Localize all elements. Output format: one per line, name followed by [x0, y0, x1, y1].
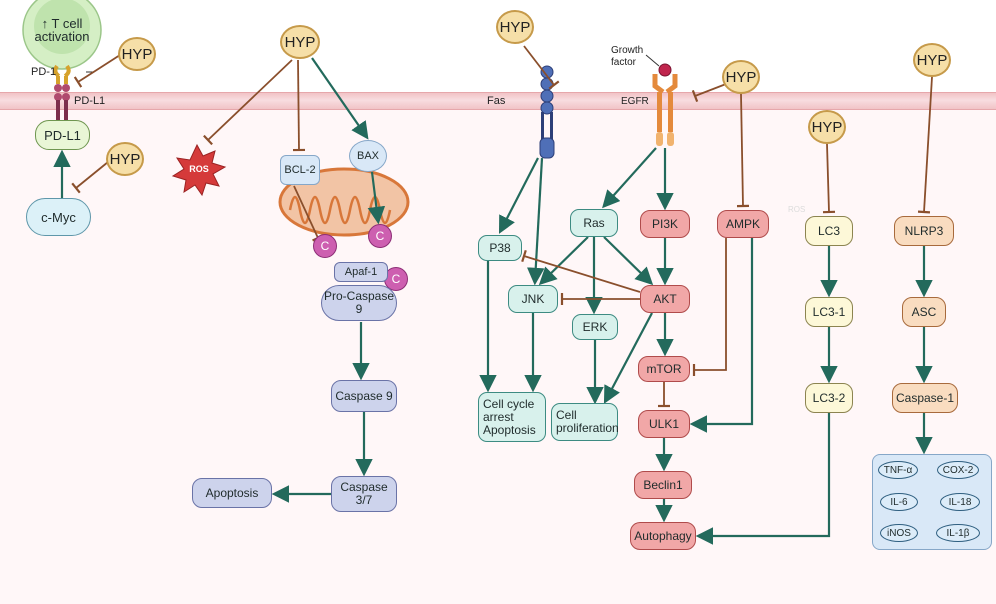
hyp-inhibits-cmyc-edge [75, 161, 109, 189]
mtor-node: mTOR [638, 356, 690, 382]
pd1-receptor [53, 64, 71, 84]
hyp-mitochondria: HYP [280, 25, 320, 59]
hyp-activates-bax-edge [311, 57, 369, 140]
akt-inhibits-p38-inhibit-bar [521, 249, 527, 263]
hyp-cmyc: HYP [106, 142, 144, 176]
beclin1-node: Beclin1 [634, 471, 692, 499]
egfr-to-ras-edge [602, 147, 657, 209]
ampk-inhibits-mtor-edge [694, 238, 727, 371]
lc3-node: LC3 [805, 216, 853, 246]
cell-cycle-arrest-apoptosis-node: Cell cycle arrest Apoptosis [478, 392, 546, 442]
hyp-inhibits-nlrp3-inhibit-bar [917, 210, 931, 214]
hyp-inhibits-ros-inhibit-bar [203, 134, 213, 146]
pd1-label: PD-1 [31, 66, 57, 78]
bax-node: BAX [349, 140, 387, 172]
caspase-9-node: Caspase 9 [331, 380, 397, 412]
lc3-2-node: LC3-2 [805, 383, 853, 413]
hyp-fas: HYP [496, 10, 534, 44]
ras-to-akt-edge [603, 236, 654, 286]
ros-small-label: ROS [788, 205, 806, 214]
caspase-1-node: Caspase-1 [892, 383, 958, 413]
cell-membrane [0, 92, 996, 110]
pdl1-node: PD-L1 [35, 120, 90, 150]
il6-pill: IL-6 [880, 493, 918, 511]
hyp-pdl1: HYP [118, 37, 156, 71]
extracellular-space [0, 0, 996, 92]
hyp-inhibits-bcl2-edge [297, 59, 300, 151]
ras-node: Ras [570, 209, 618, 237]
hyp-inhibits-ros-edge [207, 59, 293, 141]
p38-node: P38 [478, 235, 522, 261]
fas-label: Fas [487, 95, 506, 107]
hyp-egfr: HYP [722, 60, 760, 94]
hyp-inhibits-fas-edge [523, 45, 555, 86]
il1b-pill: IL-1β [936, 524, 980, 542]
ampk-node: AMPK [717, 210, 769, 238]
ros-label: ROS [189, 163, 209, 174]
fas-to-p38-edge [498, 157, 539, 234]
hyp-inhibits-lc3-edge [826, 143, 830, 213]
akt-inhibits-p38-edge [523, 255, 641, 293]
cell-proliferation-node: Cell proliferation [551, 403, 619, 441]
akt-to-cell-proliferation-edge [603, 312, 653, 404]
ulk1-node: ULK1 [638, 410, 690, 438]
bcl2-node: BCL-2 [280, 155, 320, 185]
hyp-nlrp3: HYP [913, 43, 951, 77]
asc-node: ASC [902, 297, 946, 327]
apoptosis-node: Apoptosis [192, 478, 272, 508]
jnk-node: JNK [508, 285, 558, 313]
hyp-inhibits-pdl1-inhibit-bar [73, 76, 83, 88]
il18-pill: IL-18 [940, 493, 980, 511]
pi3k-node: PI3K [640, 210, 690, 238]
hyp-inhibits-egfr-inhibit-bar [691, 90, 699, 102]
apaf1-node: Apaf-1 [334, 262, 388, 282]
inos-pill: iNOS [880, 524, 918, 542]
hyp-inhibits-ampk-edge [740, 93, 744, 207]
pro-caspase-9-node: Pro-Caspase 9 [321, 285, 397, 321]
pdl1-membrane-label: PD-L1 [74, 95, 106, 107]
erk-node: ERK [572, 314, 618, 340]
egfr-receptor [652, 63, 678, 146]
growth-factor-label: Growth factor [611, 45, 644, 68]
cytochrome-c-1: C [313, 234, 337, 258]
t-cell-inner [34, 0, 90, 54]
cox2-pill: COX-2 [937, 461, 979, 479]
caspase-3-7-node: Caspase 3/7 [331, 476, 397, 512]
ras-to-jnk-edge [538, 236, 589, 286]
tnf-alpha-pill: TNF-α [878, 461, 918, 479]
hyp-inhibits-pdl1-edge [77, 54, 121, 83]
hyp-inhibits-egfr-edge [694, 83, 727, 97]
lc3-1-node: LC3-1 [805, 297, 853, 327]
egfr-label: EGFR [621, 96, 649, 107]
akt-node: AKT [640, 285, 690, 313]
pdl1-receptor [54, 84, 70, 124]
ros-burst [171, 143, 227, 197]
t-cell-activation-label: ↑ T cell activation [34, 16, 90, 44]
bax-to-c-edge [367, 171, 386, 225]
nlrp3-node: NLRP3 [894, 216, 954, 246]
cytochrome-c-2: C [368, 224, 392, 248]
c-myc-node: c-Myc [26, 198, 91, 236]
hyp-inhibits-cmyc-inhibit-bar [71, 182, 81, 194]
hyp-inhibits-fas-inhibit-bar [548, 80, 560, 90]
growth-factor-pointer [645, 54, 660, 67]
fas-to-jnk-edge [526, 157, 545, 286]
hyp-inhibits-nlrp3-edge [923, 76, 933, 213]
hyp-lc3: HYP [808, 110, 846, 144]
autophagy-node: Autophagy [630, 522, 696, 550]
lc3-2-to-autophagy-edge [695, 413, 831, 545]
ampk-to-ulk1-edge [689, 238, 754, 433]
bcl2-inhibits-c-edge [293, 185, 319, 239]
